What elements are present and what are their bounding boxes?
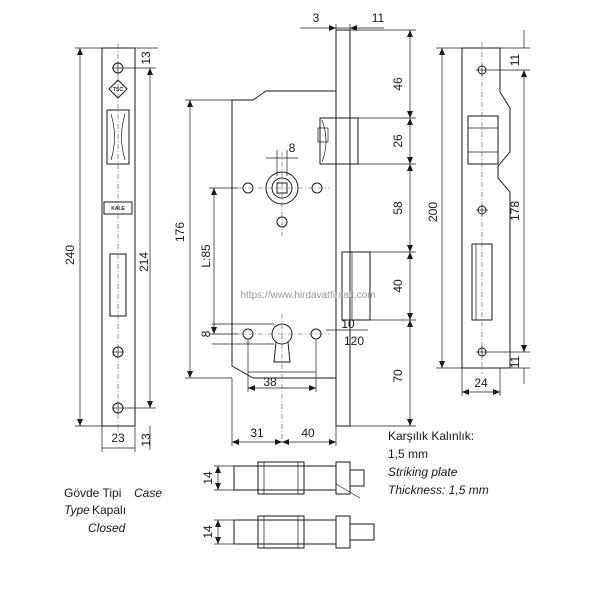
closed-en: Closed — [88, 521, 126, 535]
dim-body-120: 120 — [344, 334, 364, 348]
dim-side-26: 26 — [391, 134, 405, 148]
top-dimensions: 3 11 — [300, 11, 385, 31]
striking-note-en-1: Striking plate — [388, 465, 458, 479]
section-top-case — [233, 465, 337, 491]
dim-section-14-bottom: 14 — [201, 525, 215, 539]
striking-plate — [461, 42, 511, 374]
dim-side-40: 40 — [391, 279, 405, 293]
dim-plate-200: 200 — [426, 202, 440, 222]
case-type-en-1: Case — [134, 486, 162, 500]
dim-top-3: 3 — [313, 11, 320, 25]
dim-plate-11-bottom: 11 — [508, 355, 522, 368]
plate-dimensions: 200 178 11 11 24 — [426, 30, 530, 396]
dim-section-14-top: 14 — [201, 471, 215, 485]
front-dimensions: 240 214 13 13 23 — [63, 47, 158, 452]
dim-front-240: 240 — [63, 245, 77, 265]
dim-front-214: 214 — [137, 252, 151, 272]
dim-body-31: 31 — [250, 426, 264, 440]
dim-side-58: 58 — [391, 201, 405, 215]
dim-side-70: 70 — [391, 369, 405, 383]
watermark-url: https://www.hirdavatfirsati.com — [240, 290, 375, 301]
closed-tr: Kapalı — [92, 503, 126, 517]
case-type-tr: Gövde Tipi — [64, 486, 121, 500]
front-faceplate: TSC KALE — [101, 44, 136, 432]
dim-body-8-left: 8 — [199, 330, 213, 337]
plate-latch-opening — [467, 115, 499, 165]
dim-front-13-bottom: 13 — [139, 433, 153, 447]
deadbolt — [341, 251, 371, 321]
section-bottom-case — [233, 519, 337, 545]
dim-body-40: 40 — [301, 426, 315, 440]
dim-top-11: 11 — [372, 11, 385, 25]
tsc-logo-text: TSC — [113, 87, 123, 93]
faceplate-outline — [101, 47, 136, 427]
cross-section-top: 14 — [201, 461, 365, 499]
lock-body — [231, 29, 371, 442]
cross-section-bottom: 14 — [201, 515, 375, 549]
dim-side-46: 46 — [391, 77, 405, 91]
case-type-en-2: Type — [64, 503, 90, 517]
dim-plate-11-top: 11 — [508, 53, 522, 66]
striking-note-tr-1: Karşılık Kalınlık: — [388, 429, 474, 443]
dim-plate-24: 24 — [474, 376, 488, 390]
dim-front-23: 23 — [111, 431, 125, 445]
dim-body-38: 38 — [263, 375, 277, 389]
striking-note-tr-2: 1,5 mm — [388, 447, 428, 461]
dim-front-13-top: 13 — [139, 51, 153, 65]
dim-body-l85: L:85 — [199, 244, 213, 268]
striking-note-en-2: Thickness: 1,5 mm — [388, 483, 489, 497]
dim-body-10: 10 — [341, 317, 355, 331]
dim-body-8-top: 8 — [289, 141, 296, 155]
side-dimensions: 46 26 58 40 70 — [350, 29, 416, 427]
forend-plate — [335, 29, 351, 427]
dim-body-176: 176 — [173, 222, 187, 242]
body-dimensions: 176 L:85 8 8 10 120 38 — [173, 99, 368, 446]
dim-plate-178: 178 — [508, 201, 522, 221]
kale-logo-text: KALE — [111, 206, 125, 212]
